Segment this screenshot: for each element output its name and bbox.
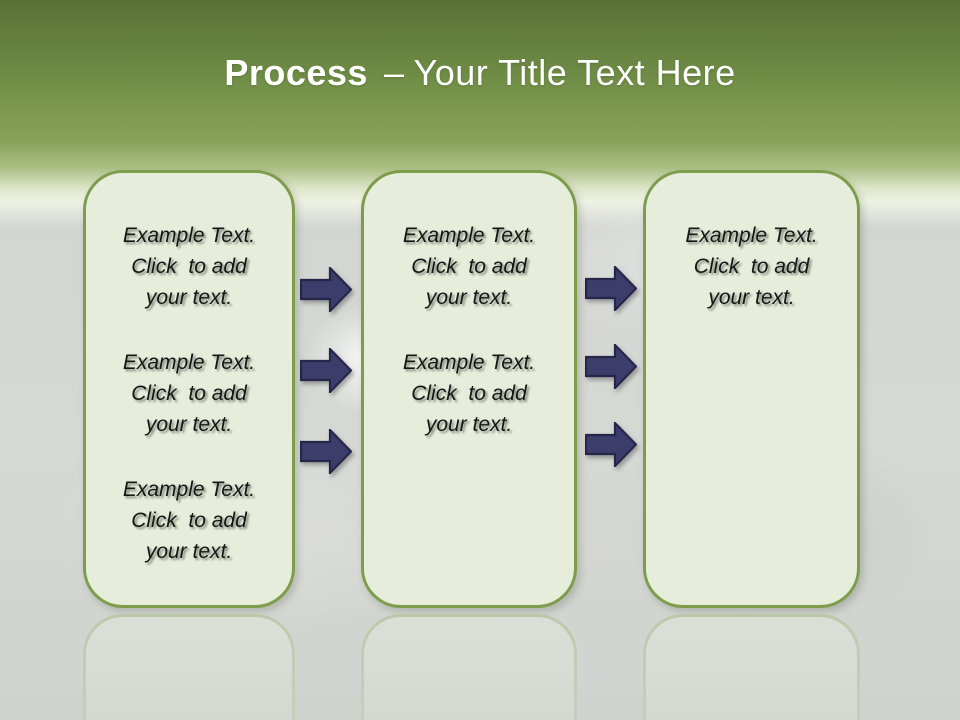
placeholder-text[interactable]: Example Text. Click to add your text. <box>122 478 256 563</box>
placeholder-text[interactable]: Example Text. Click to add your text. <box>402 351 536 436</box>
process-step-3-box[interactable]: Example Text. Click to add your text. <box>643 170 860 608</box>
arrow-right-icon <box>585 422 637 467</box>
arrow-right-icon <box>300 429 352 474</box>
arrow-right-icon <box>300 348 352 393</box>
process-step-1-box[interactable]: Example Text. Click to add your text. Ex… <box>83 170 295 608</box>
title-separator: – <box>383 52 405 93</box>
reflection-fade-overlay <box>0 612 960 720</box>
title-placeholder-text: Your Title Text Here <box>413 52 736 93</box>
process-step-2-box[interactable]: Example Text. Click to add your text. Ex… <box>361 170 577 608</box>
placeholder-text[interactable]: Example Text. Click to add your text. <box>122 351 256 436</box>
arrow-right-icon <box>585 266 637 311</box>
box-reflection <box>361 614 577 720</box>
placeholder-text[interactable]: Example Text. Click to add your text. <box>402 224 536 309</box>
arrow-right-icon <box>300 267 352 312</box>
arrow-group-2 <box>585 266 637 467</box>
placeholder-text[interactable]: Example Text. Click to add your text. <box>685 224 818 309</box>
arrow-group-1 <box>300 267 352 474</box>
box-reflection <box>83 614 295 720</box>
placeholder-text[interactable]: Example Text. Click to add your text. <box>122 224 256 309</box>
box-reflection <box>643 614 860 720</box>
title-keyword: Process <box>224 52 368 93</box>
arrow-right-icon <box>585 344 637 389</box>
slide-title[interactable]: Process–Your Title Text Here <box>0 52 960 94</box>
